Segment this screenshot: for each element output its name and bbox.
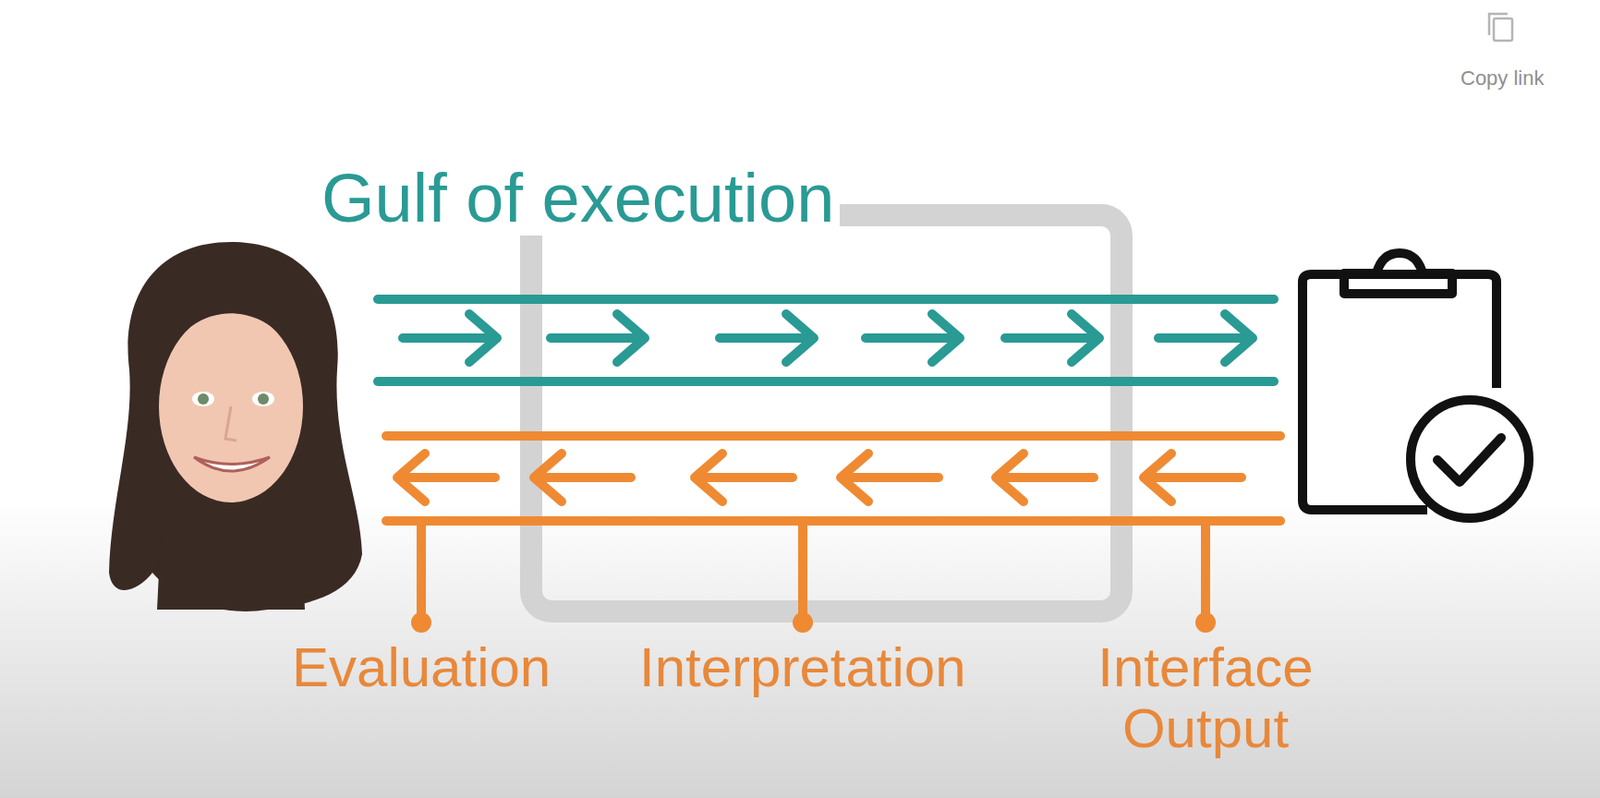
slide-title: Gulf of execution <box>315 160 840 236</box>
stage-label: Interface Output <box>1057 637 1354 760</box>
copy-link-label: Copy link <box>1460 66 1544 91</box>
stage-label: Interpretation <box>639 637 967 699</box>
monitor-outline <box>531 215 1122 612</box>
evaluation-band <box>386 436 1281 619</box>
stage-label: Evaluation <box>291 637 551 699</box>
copy-icon <box>1489 13 1513 41</box>
execution-band <box>377 299 1274 382</box>
presenter-face <box>109 242 363 612</box>
leader-dot <box>411 612 1216 633</box>
clipboard-icon <box>1302 253 1529 519</box>
